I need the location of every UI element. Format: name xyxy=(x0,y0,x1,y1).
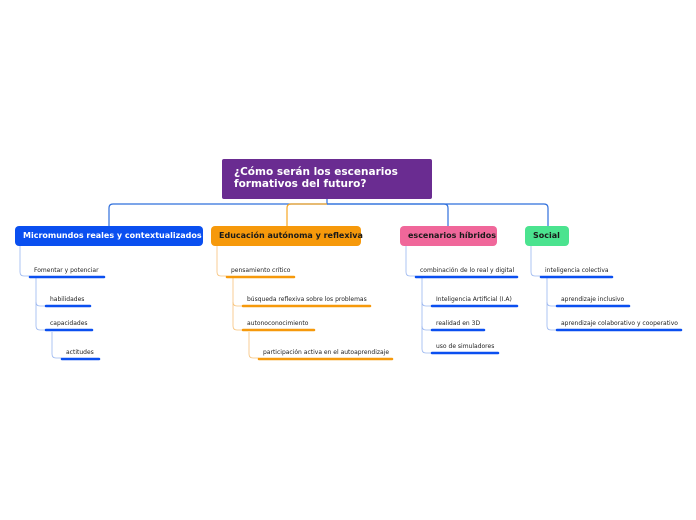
subtopic-autoconocimiento[interactable]: autonoconocimiento xyxy=(247,320,309,327)
subtopic-pensamiento[interactable]: pensamiento crítico xyxy=(231,267,291,274)
root-title-line-2: formativos del futuro? xyxy=(234,178,367,190)
subtopic-realidad[interactable]: realidad en 3D xyxy=(436,320,481,327)
subtopic-capacidades[interactable]: capacidades xyxy=(50,320,88,327)
topic-educacion[interactable]: Educación autónoma y reflexiva xyxy=(211,226,363,246)
subtopic-inclusivo[interactable]: aprendizaje inclusivo xyxy=(561,296,625,303)
topic-escenarios[interactable]: escenarios híbridos xyxy=(400,226,497,246)
topic-social[interactable]: Social xyxy=(525,226,569,246)
subtopic-fomentar[interactable]: Fomentar y potenciar xyxy=(34,267,99,274)
root-title-line-1: ¿Cómo serán los escenarios xyxy=(234,166,398,178)
subtopic-actitudes[interactable]: actitudes xyxy=(66,349,94,356)
subtopic-habilidades[interactable]: habilidades xyxy=(50,296,85,303)
topic-micromundos[interactable]: Micromundos reales y contextualizados xyxy=(15,226,203,246)
subtopic-ia[interactable]: Inteligencia Artificial (I.A) xyxy=(436,296,512,303)
subtopic-colaborativo[interactable]: aprendizaje colaborativo y cooperativo xyxy=(561,320,678,327)
subtopic-simuladores[interactable]: uso de simuladores xyxy=(436,343,495,350)
subtopic-combinacion[interactable]: combinación de lo real y digital xyxy=(420,267,515,274)
subtopic-inteligencia[interactable]: inteligencia colectiva xyxy=(545,267,609,274)
subtopic-participacion[interactable]: participación activa en el autoaprendiza… xyxy=(263,349,390,356)
root-node[interactable]: ¿Cómo serán los escenarios formativos de… xyxy=(222,159,432,199)
subtopic-busqueda[interactable]: búsqueda reflexiva sobre los problemas xyxy=(247,296,367,303)
